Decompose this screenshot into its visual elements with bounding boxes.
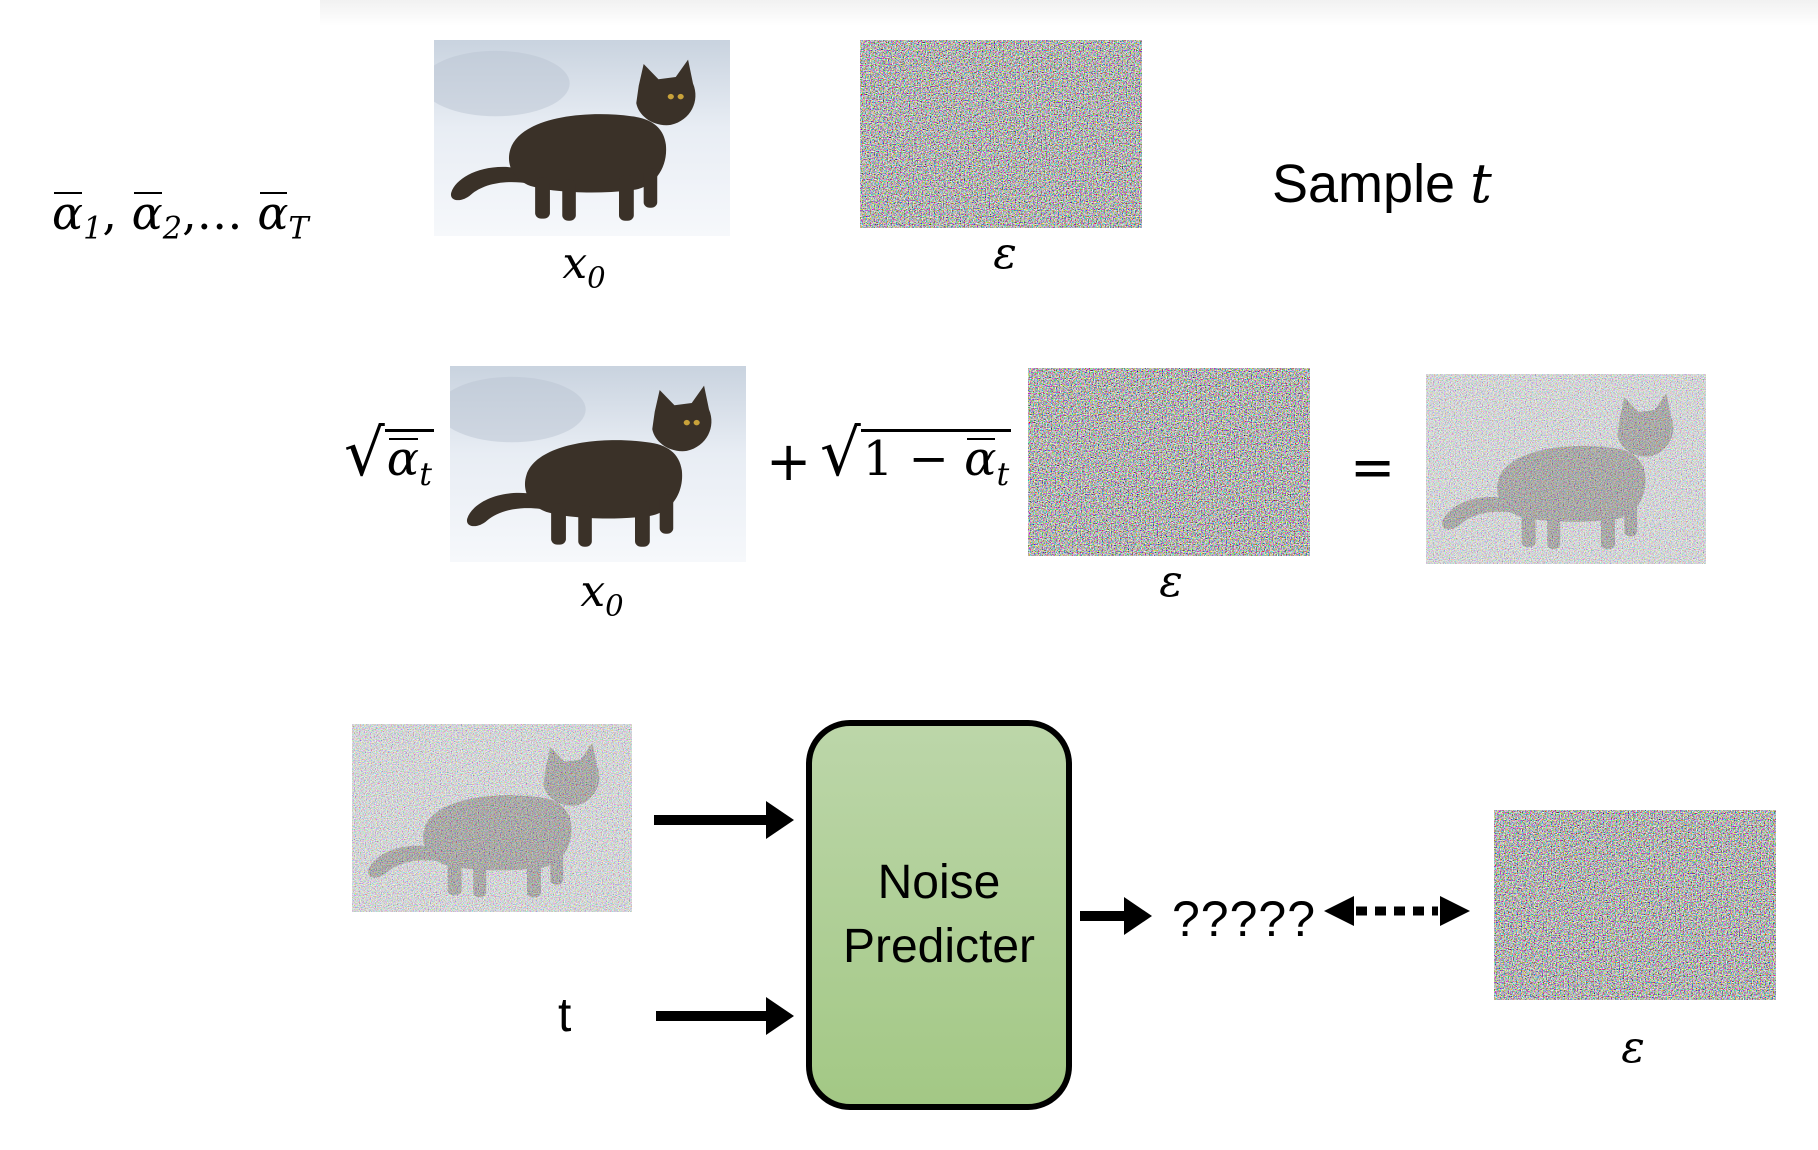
eps-caption-row1: ε bbox=[993, 228, 1017, 279]
eps-caption-row2: ε bbox=[1159, 556, 1183, 607]
alpha-bar-sequence: α1, α2,… αT bbox=[52, 186, 309, 247]
noisy-cat-image-input bbox=[352, 724, 632, 912]
noise-image-eps-row1 bbox=[860, 40, 1142, 228]
alpha-bar-2: α bbox=[131, 186, 163, 240]
sqrt-alpha-t: √αt bbox=[344, 417, 434, 494]
alpha-sub-2: 2 bbox=[162, 211, 183, 247]
cat-image-x0-row2 bbox=[450, 366, 746, 562]
x0-caption-row2: x0 bbox=[580, 566, 624, 623]
alpha-sub-T: T bbox=[288, 211, 309, 247]
arrow-image-to-predictor bbox=[654, 801, 794, 839]
alpha-sub-1: 1 bbox=[83, 211, 103, 247]
x0-subscript: 0 bbox=[587, 260, 606, 295]
arrow-predictor-to-output bbox=[1080, 897, 1152, 935]
arrow-t-to-predictor bbox=[656, 997, 794, 1035]
noisy-cat-image-xt-row2 bbox=[1426, 374, 1706, 564]
predicted-noise-output: ????? bbox=[1172, 891, 1317, 947]
alpha-bar-1: α bbox=[52, 186, 84, 240]
top-shade bbox=[320, 0, 1818, 26]
cat-image-x0-row1 bbox=[434, 40, 730, 236]
x0-caption-row1: x0 bbox=[562, 238, 606, 295]
predictor-label-line2: Predicter bbox=[842, 920, 1036, 973]
alpha-bar-T: α bbox=[257, 186, 289, 240]
noise-predictor-box: Noise Predicter bbox=[806, 720, 1072, 1110]
sample-t-label: Sample t bbox=[1272, 152, 1492, 215]
t-input-label: t bbox=[558, 989, 572, 1042]
alpha-dots: ,… bbox=[182, 186, 258, 240]
equals-sign: = bbox=[1350, 436, 1396, 499]
compare-double-arrow bbox=[1324, 890, 1470, 932]
predictor-label-line1: Noise bbox=[877, 856, 1001, 909]
noise-image-eps-row2 bbox=[1028, 368, 1310, 556]
sqrt-one-minus-alpha-t: √1 − αt bbox=[820, 417, 1012, 494]
eps-caption-target: ε bbox=[1621, 1022, 1645, 1073]
noise-image-eps-target bbox=[1494, 810, 1776, 1000]
plus-sign: + bbox=[766, 430, 812, 493]
